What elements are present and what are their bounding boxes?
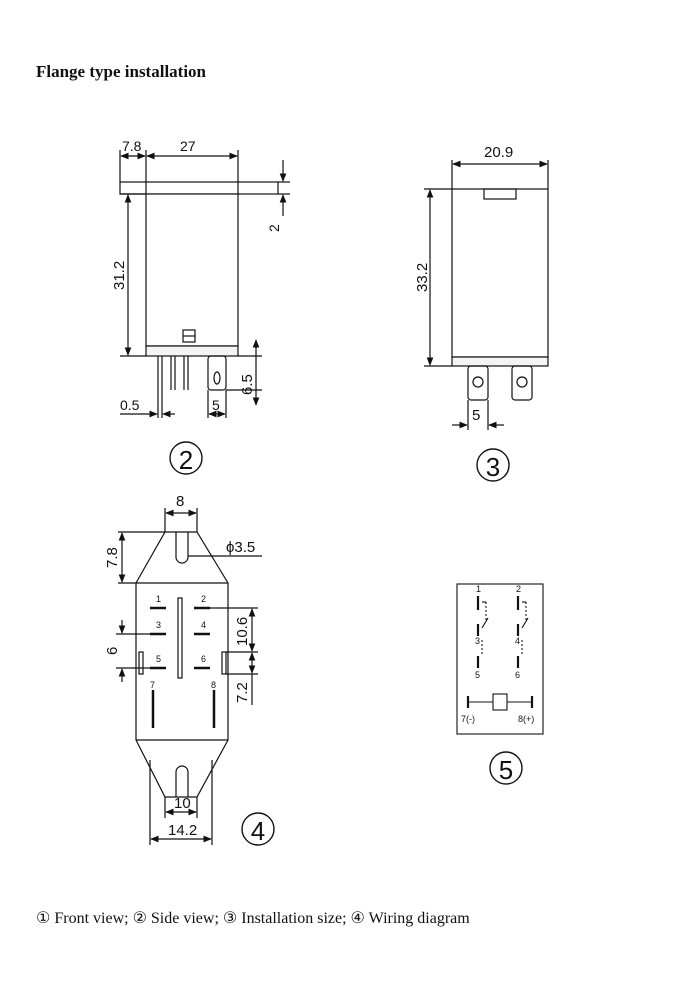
view-number-4: 4 bbox=[241, 812, 275, 846]
dim-bottom-width-label: 10 bbox=[174, 795, 191, 812]
side-view-drawing bbox=[119, 150, 290, 418]
view-number-5: 5 bbox=[489, 751, 523, 785]
dim-install-height-label: 33.2 bbox=[414, 263, 431, 292]
dim-install-pitch-label: 5 bbox=[472, 407, 480, 424]
dim-top-width-label: 8 bbox=[176, 493, 184, 510]
pin-label-6: 6 bbox=[201, 654, 206, 664]
svg-text:2: 2 bbox=[179, 445, 193, 475]
view-number-3: 3 bbox=[476, 448, 510, 482]
svg-text:3: 3 bbox=[486, 452, 500, 482]
schematic-pin-4: 4 bbox=[515, 636, 520, 646]
svg-text:4: 4 bbox=[251, 816, 265, 846]
pin-label-7: 7 bbox=[150, 680, 155, 690]
pin-label-4: 4 bbox=[201, 620, 206, 630]
figure-caption: ① Front view; ② Side view; ③ Installatio… bbox=[36, 910, 470, 927]
dim-base-width-label: 14.2 bbox=[168, 822, 197, 839]
dim-span-a-label: 10.6 bbox=[234, 617, 251, 646]
schematic-drawing bbox=[456, 583, 544, 735]
svg-text:5: 5 bbox=[499, 755, 513, 785]
dim-flange-label: 7.8 bbox=[122, 138, 142, 154]
pin-label-1: 1 bbox=[156, 594, 161, 604]
schematic-pin-5: 5 bbox=[475, 670, 480, 680]
dim-pin-length-label: 6.5 bbox=[239, 374, 256, 395]
schematic-pin-3: 3 bbox=[475, 636, 480, 646]
schematic-coil-pos: 8(+) bbox=[518, 714, 534, 724]
pin-label-5: 5 bbox=[156, 654, 161, 664]
schematic-pin-1: 1 bbox=[476, 584, 481, 594]
dim-hole-label: ϕ3.5 bbox=[226, 539, 255, 556]
install-view-drawing bbox=[424, 160, 549, 430]
dim-flange-thick-label: 2 bbox=[266, 224, 282, 232]
dim-install-width-label: 20.9 bbox=[484, 144, 513, 161]
view-number-2: 2 bbox=[169, 441, 203, 475]
dim-ear-height-label: 7.8 bbox=[104, 547, 121, 568]
dim-pin-pitch-label: 5 bbox=[212, 397, 220, 413]
dim-width-label: 27 bbox=[180, 138, 196, 154]
bottom-view-drawing bbox=[116, 508, 262, 845]
dim-row-pitch-label: 6 bbox=[104, 647, 121, 655]
pin-label-2: 2 bbox=[201, 594, 206, 604]
schematic-pin-6: 6 bbox=[515, 670, 520, 680]
dim-span-b-label: 7.2 bbox=[234, 682, 251, 703]
dim-pin-width-label: 0.5 bbox=[120, 397, 140, 413]
pin-label-8: 8 bbox=[211, 680, 216, 690]
schematic-pin-2: 2 bbox=[516, 584, 521, 594]
pin-label-3: 3 bbox=[156, 620, 161, 630]
schematic-coil-neg: 7(-) bbox=[461, 714, 475, 724]
section-heading: Flange type installation bbox=[36, 62, 207, 81]
dim-height-label: 31.2 bbox=[111, 261, 128, 290]
